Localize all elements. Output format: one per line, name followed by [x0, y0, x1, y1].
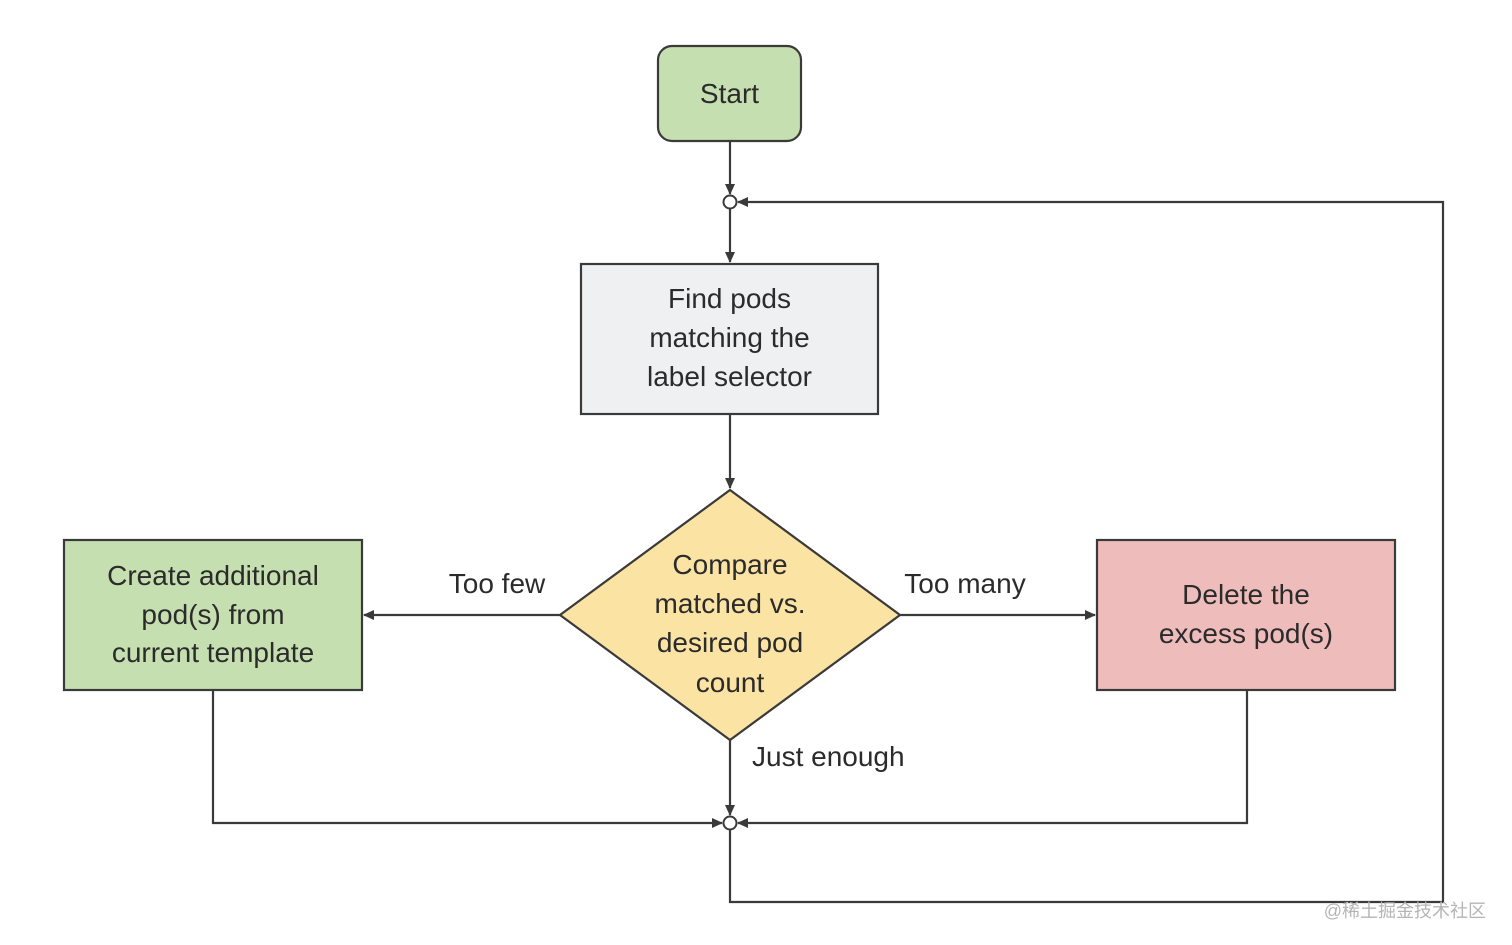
edge-label-just-enough: Just enough: [752, 741, 905, 772]
delete-label-line-2: excess pod(s): [1159, 618, 1333, 649]
delete-label-line-1: Delete the: [1182, 579, 1310, 610]
edge-create-to-junction: [211, 690, 723, 828]
find-pods-node: Find pods matching the label selector: [579, 262, 880, 416]
delete-pods-box: [1095, 538, 1397, 692]
create-label-line-3: current template: [112, 637, 314, 668]
compare-label-line-3: desired pod: [657, 627, 803, 658]
edge-label-too-many: Too many: [904, 568, 1025, 599]
junction-bottom: [722, 815, 738, 831]
find-pods-box: [579, 262, 880, 416]
find-pods-label-line-2: matching the: [649, 322, 809, 353]
compare-label-line-4: count: [696, 667, 765, 698]
compare-label-line-1: Compare: [672, 549, 787, 580]
delete-pods-node: Delete the excess pod(s): [1095, 538, 1397, 692]
create-label-line-2: pod(s) from: [141, 599, 284, 630]
find-pods-label-line-1: Find pods: [668, 283, 791, 314]
connectors: [211, 141, 1445, 904]
compare-decision-node: Compare matched vs. desired pod count: [558, 488, 902, 742]
edge-delete-to-junction: [737, 690, 1249, 828]
find-pods-label-line-3: label selector: [647, 361, 812, 392]
start-node: Start: [656, 44, 803, 143]
create-label-line-1: Create additional: [107, 560, 319, 591]
junction-top: [722, 194, 738, 210]
watermark: @稀土掘金技术社区: [1323, 901, 1486, 921]
start-label: Start: [700, 78, 759, 109]
edge-loop-back: [728, 197, 1445, 904]
create-pods-box: [62, 538, 364, 692]
edge-label-too-few: Too few: [449, 568, 546, 599]
compare-label-line-2: matched vs.: [655, 588, 806, 619]
create-pods-node: Create additional pod(s) from current te…: [62, 538, 364, 692]
